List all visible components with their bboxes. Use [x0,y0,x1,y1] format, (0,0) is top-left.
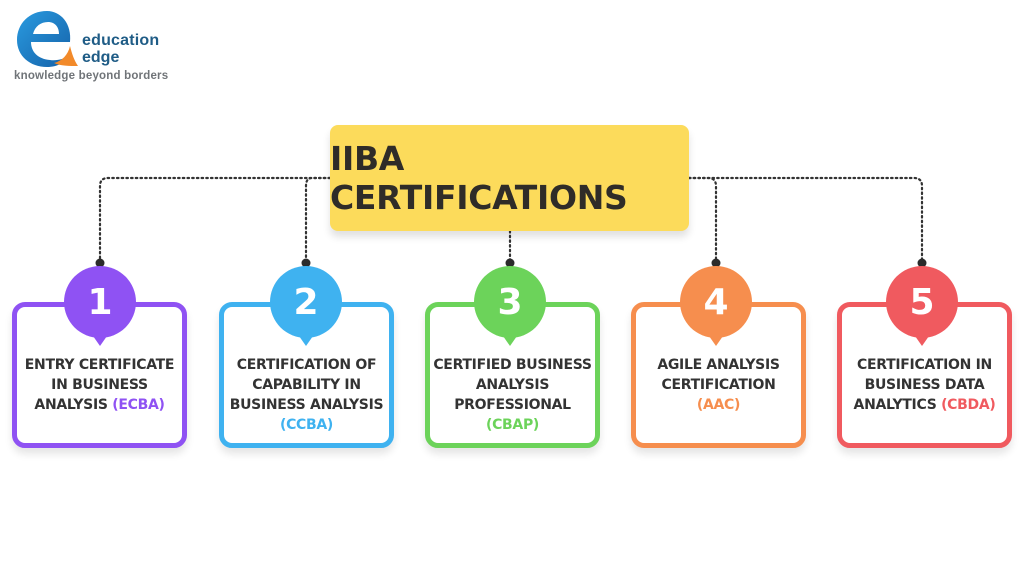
page-title: IIBA CERTIFICATIONS [330,139,628,217]
logo-e-swirl-icon [17,11,78,67]
number-badge-3: 3 [474,266,546,346]
number-badge-5: 5 [886,266,958,346]
certification-title: CERTIFIED BUSINESS ANALYSIS PROFESSIONAL… [433,357,592,433]
certification-abbr: (CCBA) [279,417,334,433]
number-badge-1: 1 [64,266,136,346]
certification-card-cbda: CERTIFICATION IN BUSINESS DATA ANALYTICS… [837,302,1012,448]
certification-abbr: (CBAP) [485,417,540,433]
title-box: IIBA CERTIFICATIONS [330,125,689,231]
certification-title: CERTIFICATION IN BUSINESS DATA ANALYTICS… [853,357,996,413]
logo-word-education: education [82,32,160,49]
logo-tagline: knowledge beyond borders [14,70,169,82]
certification-title: CERTIFICATION OF CAPABILITY IN BUSINESS … [229,357,384,433]
certification-title: AGILE ANALYSIS CERTIFICATION (AAC) [657,357,780,413]
education-edge-logo: education edge knowledge beyond borders [14,8,184,88]
number-badge-4: 4 [680,266,752,346]
certification-abbr: (ECBA) [112,397,165,413]
certification-card-cbap: CERTIFIED BUSINESS ANALYSIS PROFESSIONAL… [425,302,600,448]
certification-abbr: (CBDA) [941,397,996,413]
logo-word-edge: edge [82,49,120,66]
number-badge-2: 2 [270,266,342,346]
certification-abbr: (AAC) [696,397,741,413]
certification-title: ENTRY CERTIFICATE IN BUSINESS ANALYSIS (… [24,357,175,413]
